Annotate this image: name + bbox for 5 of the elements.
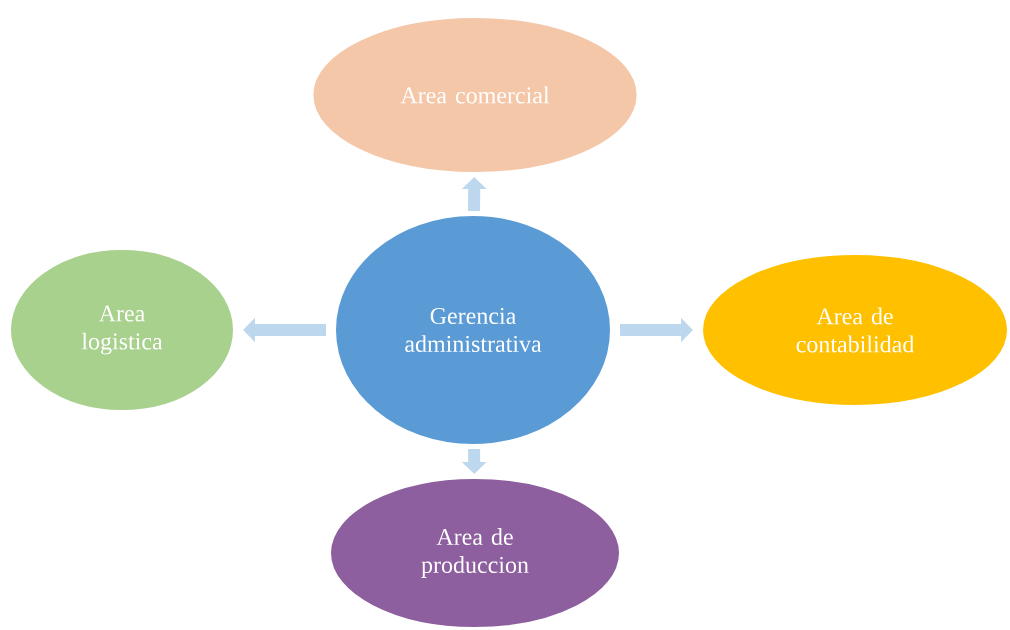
ellipse-node: Area logistica bbox=[9, 248, 235, 412]
ellipse-node: Area de contabilidad bbox=[701, 253, 1009, 407]
ellipse-node: Area comercial bbox=[311, 16, 639, 174]
ellipse-node: Area de produccion bbox=[329, 477, 621, 629]
ellipse-node: Gerencia administrativa bbox=[334, 214, 612, 446]
